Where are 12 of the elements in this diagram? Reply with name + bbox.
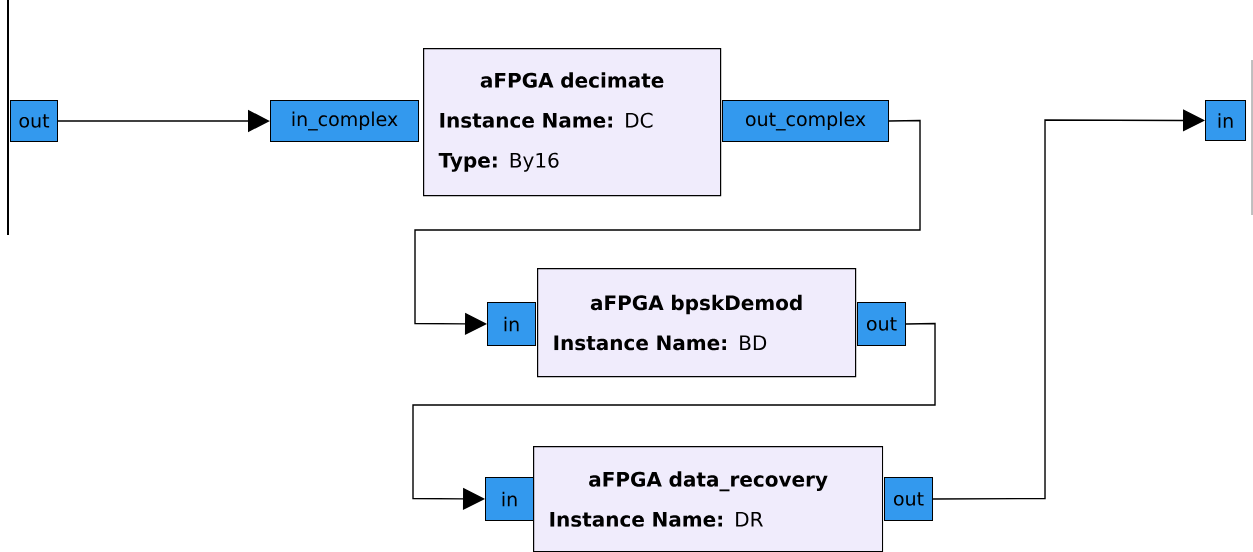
port-box: in (485, 477, 534, 521)
port-box: out_complex (722, 100, 889, 142)
port-box: out (884, 477, 933, 521)
port-box: in (1205, 100, 1246, 141)
port-box: in (487, 302, 536, 346)
port-box: out (10, 100, 58, 142)
arrow (932, 109, 1205, 500)
port-box: out (857, 302, 906, 346)
block-box: aFPGA decimate Instance Name: DC Type: By16 (423, 48, 722, 197)
block-box: aFPGA data_recovery Instance Name: DR (533, 446, 884, 552)
block-box: aFPGA bpskDemod Instance Name: BD (537, 268, 857, 378)
port-box: in_complex (270, 100, 419, 142)
